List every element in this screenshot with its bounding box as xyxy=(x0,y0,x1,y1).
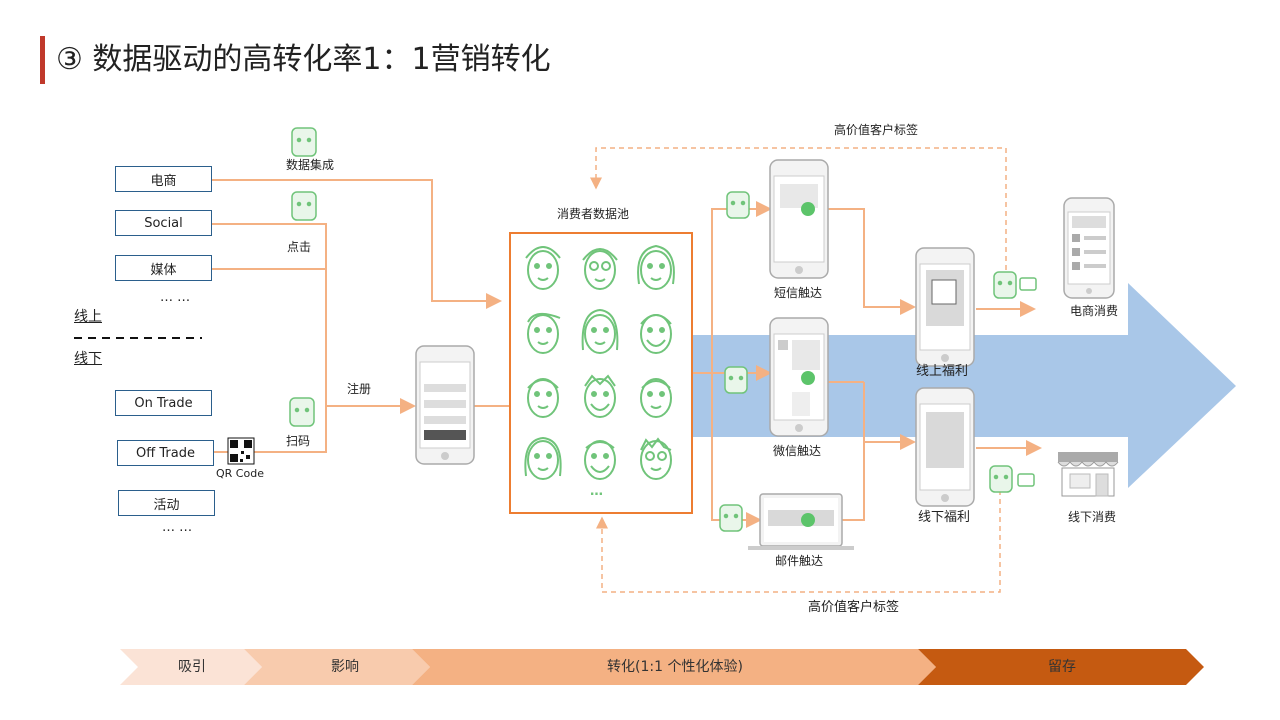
sms-face-icon xyxy=(726,191,750,219)
stage-chevron-2 xyxy=(244,649,430,685)
face-icon xyxy=(640,314,672,354)
face-icon xyxy=(584,440,616,480)
data-pool-more: … xyxy=(590,484,603,499)
stage-convert: 转化(1:1 个性化体验) xyxy=(607,659,743,675)
feedback-bottom-label: 高价值客户标签 xyxy=(808,600,900,615)
feedback-bottom-loop xyxy=(596,490,1001,593)
sms-label: 短信触达 xyxy=(774,286,823,300)
offline-label: 线下 xyxy=(74,351,102,367)
face-icon xyxy=(584,374,616,418)
register-label: 注册 xyxy=(347,382,372,396)
wechat-phone xyxy=(769,317,829,437)
coupon-icon xyxy=(1017,473,1035,487)
email-face-icon xyxy=(719,504,743,532)
stage-chevron-3 xyxy=(412,649,936,685)
qr-code-label: QR Code xyxy=(216,467,264,480)
source-media: 媒体 xyxy=(115,255,212,281)
face-icon xyxy=(525,246,561,290)
flow-ecommerce-to-pool xyxy=(212,179,502,309)
coupon-icon xyxy=(1019,277,1037,291)
online-more: … … xyxy=(160,290,191,305)
title-accent-bar xyxy=(40,36,45,84)
face-icon xyxy=(637,244,675,290)
data-integration-label: 数据集成 xyxy=(286,158,335,172)
face-icon xyxy=(581,308,619,354)
face-icon xyxy=(640,437,672,480)
data-pool-label: 消费者数据池 xyxy=(557,207,630,221)
feedback-top-label: 高价值客户标签 xyxy=(834,123,919,137)
online-benefit-label: 线上福利 xyxy=(916,364,969,379)
stage-influence: 影响 xyxy=(331,659,359,675)
face-icon xyxy=(524,436,562,480)
online-benefit-phone xyxy=(915,247,975,367)
offline-more: … … xyxy=(162,520,193,535)
email-laptop xyxy=(748,493,854,550)
scan-label: 扫码 xyxy=(286,434,311,448)
data-integration-face-icon xyxy=(291,127,317,157)
flow-pool-to-email xyxy=(711,373,762,528)
register-phone xyxy=(415,345,475,465)
face-icon xyxy=(527,312,561,354)
flow-social-to-register xyxy=(212,223,327,406)
offline-benefit-phone xyxy=(915,387,975,507)
pool-faces xyxy=(524,244,675,480)
ecommerce-consumption-label: 电商消费 xyxy=(1070,304,1119,318)
offline-benefit-label: 线下福利 xyxy=(918,510,971,525)
store-icon xyxy=(1057,452,1119,497)
flow-sms-to-benefit xyxy=(808,208,916,315)
source-on-trade: On Trade xyxy=(115,390,212,416)
wechat-label: 微信触达 xyxy=(773,444,822,458)
source-ecommerce: 电商 xyxy=(115,166,212,192)
click-label: 点击 xyxy=(287,240,312,254)
qr-code-icon xyxy=(227,437,255,465)
online-benefit-face-icon xyxy=(993,271,1017,299)
stage-chevron-1 xyxy=(120,649,262,685)
ecommerce-phone xyxy=(1063,197,1115,299)
offline-consumption-label: 线下消费 xyxy=(1068,510,1117,524)
page-title: ③ 数据驱动的高转化率1：1营销转化 xyxy=(56,42,551,77)
online-label: 线上 xyxy=(74,309,102,325)
scan-face-icon xyxy=(289,397,315,427)
source-off-trade: Off Trade xyxy=(117,440,214,466)
click-face-icon xyxy=(291,191,317,221)
feedback-top-loop xyxy=(590,147,1007,270)
small-face-icons xyxy=(289,127,1017,532)
coupon-icons xyxy=(1017,277,1037,487)
source-social: Social xyxy=(115,210,212,236)
big-flow-arrow xyxy=(690,283,1236,488)
source-event: 活动 xyxy=(118,490,215,516)
stage-chevron-4 xyxy=(918,649,1204,685)
stage-retain: 留存 xyxy=(1048,659,1076,675)
face-icon xyxy=(527,378,559,418)
wechat-face-icon xyxy=(724,366,748,394)
email-label: 邮件触达 xyxy=(775,554,824,568)
sms-phone xyxy=(769,159,829,279)
offline-benefit-face-icon xyxy=(989,465,1013,493)
stage-attract: 吸引 xyxy=(178,659,206,675)
face-icon xyxy=(640,378,672,418)
face-icon xyxy=(582,248,618,290)
